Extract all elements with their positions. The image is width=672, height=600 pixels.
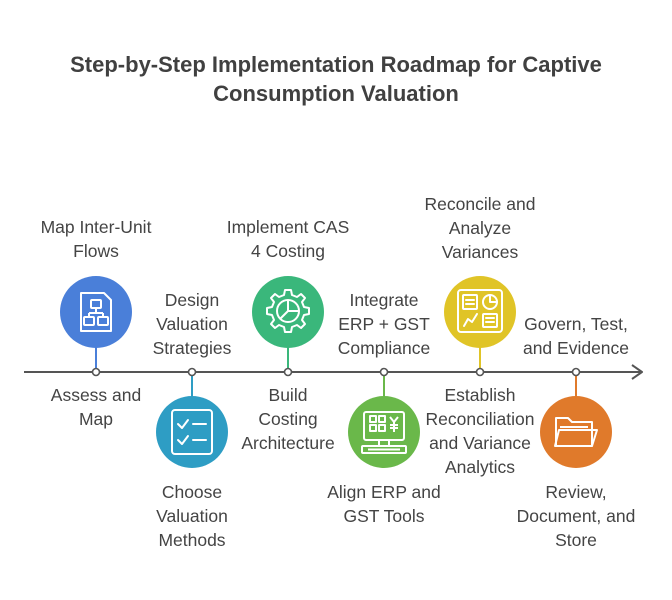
computer-currency-icon bbox=[361, 411, 407, 454]
step-4-bottom-label: Align ERP and GST Tools bbox=[327, 482, 441, 526]
timeline-dot-1 bbox=[91, 367, 101, 377]
step-5-bottom-label: Establish Reconciliation and Variance An… bbox=[425, 385, 535, 477]
step-1-badge bbox=[60, 276, 132, 348]
timeline-dot-6 bbox=[571, 367, 581, 377]
timeline-dot-4 bbox=[379, 367, 389, 377]
step-5-badge bbox=[444, 276, 516, 348]
step-6-circle bbox=[540, 396, 612, 468]
timeline-dot-3 bbox=[283, 367, 293, 377]
timeline-arrowhead bbox=[631, 364, 643, 380]
step-2-bottom-label: Choose Valuation Methods bbox=[156, 482, 228, 550]
step-1-top-label: Map Inter-Unit Flows bbox=[40, 217, 152, 261]
document-flowchart-icon bbox=[80, 292, 112, 332]
step-3-badge bbox=[252, 276, 324, 348]
timeline-dot-2 bbox=[187, 367, 197, 377]
step-3-top-label: Implement CAS 4 Costing bbox=[226, 217, 350, 261]
step-4-top-label: Integrate ERP + GST Compliance bbox=[337, 290, 431, 358]
step-4-badge bbox=[348, 396, 420, 468]
checklist-icon bbox=[171, 409, 213, 455]
folder-icon bbox=[554, 417, 598, 447]
step-6-badge bbox=[540, 396, 612, 468]
step-3-bottom-label: Build Costing Architecture bbox=[241, 385, 335, 453]
step-1-bottom-label: Assess and Map bbox=[50, 385, 142, 429]
step-6-bottom-label: Review, Document, and Store bbox=[516, 482, 636, 550]
title-line-2: Consumption Valuation bbox=[213, 81, 459, 106]
step-2-badge bbox=[156, 396, 228, 468]
step-5-circle bbox=[444, 276, 516, 348]
step-6-top-label: Govern, Test, and Evidence bbox=[522, 314, 630, 358]
title-line-1: Step-by-Step Implementation Roadmap for … bbox=[70, 52, 602, 77]
step-5-top-label: Reconcile and Analyze Variances bbox=[424, 194, 536, 262]
gear-chart-icon bbox=[266, 289, 310, 333]
step-2-top-label: Design Valuation Strategies bbox=[152, 290, 232, 358]
timeline-dot-5 bbox=[475, 367, 485, 377]
dashboard-icon bbox=[457, 289, 503, 333]
step-2-circle bbox=[156, 396, 228, 468]
diagram-title: Step-by-Step Implementation Roadmap for … bbox=[0, 50, 672, 108]
